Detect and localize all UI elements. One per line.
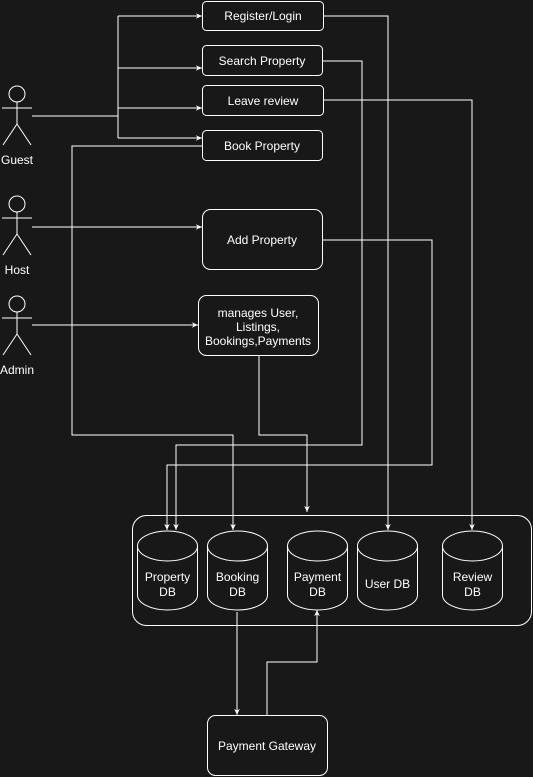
register-login-box[interactable]: Register/Login <box>202 1 324 31</box>
admin-label: Admin <box>0 363 34 377</box>
database-group-container <box>132 515 532 626</box>
edge-book-bookingdb <box>71 145 236 530</box>
host-actor: Host <box>2 195 32 277</box>
leave-review-label: Leave review <box>228 94 299 108</box>
host-label: Host <box>5 263 30 277</box>
booking-db-cylinder[interactable]: Booking DB <box>207 530 268 611</box>
book-property-label: Book Property <box>224 139 300 153</box>
guest-label: Guest <box>1 153 34 167</box>
manage-line-2: Listings, <box>236 320 280 334</box>
guest-head <box>8 85 26 103</box>
payment-db-label-1: Payment <box>294 570 342 584</box>
booking-db-label-2: DB <box>229 585 246 599</box>
user-db-label: User DB <box>365 577 410 591</box>
add-property-box[interactable]: Add Property <box>202 209 323 270</box>
leave-review-box[interactable]: Leave review <box>202 85 324 116</box>
edge-register-userdb <box>324 15 391 530</box>
search-property-label: Search Property <box>219 54 306 68</box>
review-db-cylinder[interactable]: Review DB <box>442 530 503 611</box>
payment-db-label-2: DB <box>309 585 326 599</box>
edge-add-propertydb <box>164 239 433 530</box>
register-login-label: Register/Login <box>224 9 301 23</box>
review-db-label-2: DB <box>464 585 481 599</box>
guest-actor: Guest <box>1 85 34 167</box>
property-db-label-1: Property <box>145 570 190 584</box>
payment-gateway-box[interactable]: Payment Gateway <box>207 715 328 776</box>
admin-actor: Admin <box>0 295 34 377</box>
payment-gateway-label: Payment Gateway <box>218 739 316 753</box>
add-property-label: Add Property <box>227 233 297 247</box>
payment-db-cylinder[interactable]: Payment DB <box>287 530 348 611</box>
edge-gateway-paymentdb <box>266 610 320 715</box>
review-db-label-1: Review <box>453 570 493 584</box>
host-head <box>8 195 26 213</box>
edge-review-reviewdb <box>324 99 475 530</box>
admin-manage-box[interactable]: manages User, Listings, Bookings,Payment… <box>198 295 319 356</box>
book-property-box[interactable]: Book Property <box>202 130 323 161</box>
search-property-box[interactable]: Search Property <box>202 45 323 76</box>
user-db-cylinder[interactable]: User DB <box>357 530 418 611</box>
connectors <box>32 13 475 715</box>
property-db-label-2: DB <box>159 585 176 599</box>
edge-search-propertydb <box>173 60 363 530</box>
manage-line-1: manages User, <box>218 306 299 320</box>
booking-db-label-1: Booking <box>216 570 259 584</box>
property-db-cylinder[interactable]: Property DB <box>137 530 198 611</box>
manage-line-3: Bookings,Payments <box>205 334 311 348</box>
admin-head <box>8 295 26 313</box>
edge-manage-dbgroup <box>258 356 310 512</box>
